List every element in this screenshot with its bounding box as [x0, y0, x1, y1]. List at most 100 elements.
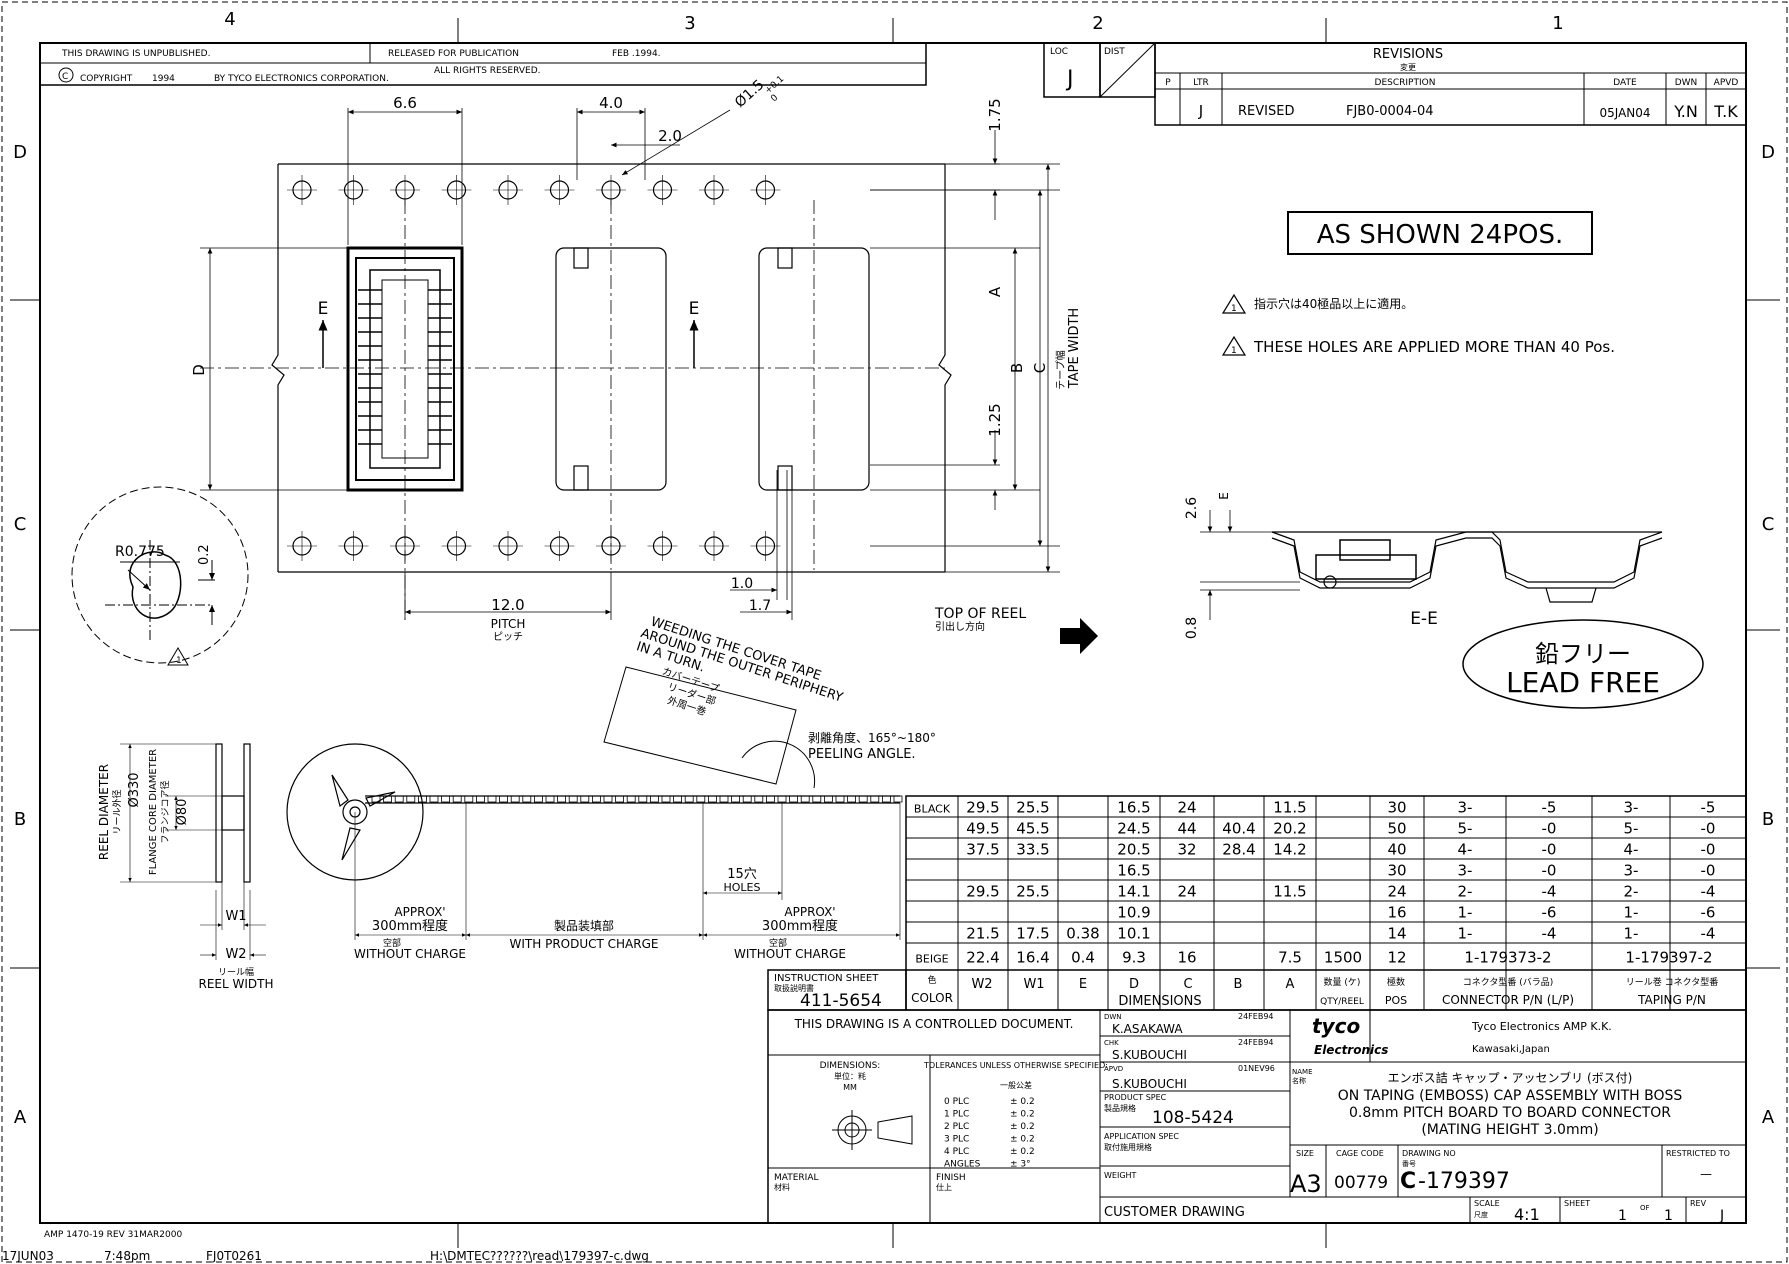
sprocket-hole — [750, 175, 781, 205]
note-en: THESE HOLES ARE APPLIED MORE THAN 40 Pos… — [1253, 338, 1615, 356]
table-cell: 5- — [1458, 820, 1473, 838]
sheet-of: OF — [1640, 1204, 1650, 1212]
size-value: A3 — [1290, 1170, 1322, 1198]
reel-views — [120, 743, 903, 960]
hdr-conn: CONNECTOR P/N (L/P) — [1442, 993, 1574, 1007]
rev-col-apvd: APVD — [1714, 78, 1739, 88]
tolerance-value: ± 0.2 — [1010, 1097, 1035, 1107]
rev-ltr: J — [1198, 102, 1203, 120]
zone-col-4: 4 — [224, 9, 235, 30]
approx-b: APPROX' — [784, 905, 835, 919]
apvd-date: 01NEV96 — [1238, 1064, 1275, 1073]
rev-ref: FJB0-0004-04 — [1346, 104, 1434, 119]
dwn-label: DWN — [1104, 1013, 1122, 1021]
revisions-title-jp: 変更 — [1400, 62, 1416, 72]
pitch-jp: ピッチ — [493, 631, 523, 643]
dim-1-25: 1.25 — [986, 403, 1004, 436]
apvd-name: S.KUBOUCHI — [1112, 1077, 1187, 1091]
table-cell: 17.5 — [1016, 925, 1049, 943]
tape-pocket — [893, 795, 903, 803]
chk-date: 24FEB94 — [1238, 1038, 1274, 1047]
section-mark-e-right: E — [689, 299, 700, 319]
copyright-text: COPYRIGHT — [80, 74, 133, 84]
zone-row-b-left: B — [14, 809, 26, 830]
table-cell: 3- — [1458, 799, 1473, 817]
tape-pocket — [534, 795, 543, 803]
tape-pocket — [615, 795, 624, 803]
table-cell: -0 — [1542, 841, 1557, 859]
footer-path: H:\DMTEC??????\read\179397-c.dwg — [430, 1249, 649, 1263]
instr-label: INSTRUCTION SHEET — [774, 973, 879, 984]
direction-arrow-icon — [1060, 618, 1098, 654]
table-cell: 37.5 — [966, 841, 999, 859]
flange-jp: フランジコア径 — [159, 780, 171, 843]
dim-pitch: 12.0 — [491, 596, 524, 614]
hdr-c: C — [1183, 977, 1192, 992]
rev-col-desc: DESCRIPTION — [1375, 78, 1436, 88]
loc-label: LOC — [1050, 47, 1068, 57]
tape-pocket — [708, 795, 717, 803]
table-cell: 1-179373-2 — [1464, 949, 1551, 967]
hole-detail — [71, 486, 249, 664]
name-line1: ON TAPING (EMBOSS) CAP ASSEMBLY WITH BOS… — [1338, 1088, 1683, 1104]
table-cell: 1-179397-2 — [1625, 949, 1712, 967]
without-charge-b: WITHOUT CHARGE — [734, 947, 846, 961]
table-cell: 16.5 — [1117, 799, 1150, 817]
dim-c: C — [1031, 363, 1049, 373]
hdr-qty-jp: 数量 (ケ) — [1324, 976, 1361, 988]
restricted-value: — — [1700, 1167, 1712, 1181]
material-label: MATERIAL — [774, 1173, 819, 1183]
table-cell: 32 — [1177, 841, 1196, 859]
table-cell: 12 — [1387, 949, 1406, 967]
table-cell: 30 — [1387, 799, 1406, 817]
revisions-title: REVISIONS — [1373, 47, 1443, 62]
color-label: COLOR — [911, 991, 953, 1005]
tape-pocket — [858, 795, 868, 803]
copyright-by: BY TYCO ELECTRONICS CORPORATION. — [214, 74, 389, 84]
table-cell: -0 — [1542, 820, 1557, 838]
dim-6-6: 6.6 — [393, 94, 417, 112]
table-cell: 4- — [1624, 841, 1639, 859]
instr-value: 411-5654 — [800, 991, 882, 1011]
dim-0-8: 0.8 — [1184, 617, 1200, 639]
cage-value: 00779 — [1334, 1173, 1388, 1193]
tolerance-value: ± 0.2 — [1010, 1147, 1035, 1157]
name-jp: エンボス詰 キャップ・アッセンブリ (ボス付) — [1388, 1070, 1633, 1085]
tape-pocket — [777, 795, 787, 803]
approx-300-a: 300mm程度 — [372, 918, 448, 934]
tolerance-value: ± 0.2 — [1010, 1135, 1035, 1145]
tolerance-value: ± 0.2 — [1010, 1122, 1035, 1132]
sprocket-hole — [647, 531, 678, 561]
table-cell: 28.4 — [1222, 841, 1255, 859]
table-cell: 1500 — [1324, 949, 1362, 967]
table-cell: 1- — [1458, 925, 1473, 943]
table-cell: 0.38 — [1066, 925, 1099, 943]
tape-pocket — [522, 795, 532, 803]
table-cell: 40 — [1387, 841, 1406, 859]
section-mark-e-left: E — [318, 299, 329, 319]
table-cell: 16.5 — [1117, 862, 1150, 880]
table-cell: -6 — [1542, 904, 1557, 922]
tape-pocket — [812, 795, 822, 803]
tape-pocket — [406, 795, 416, 803]
tape-pocket — [673, 795, 682, 803]
tape-pocket — [800, 795, 810, 803]
plan-dimensions — [200, 108, 1060, 620]
holes-15: 15穴 — [727, 867, 757, 882]
rev-col-p: P — [1165, 78, 1171, 88]
tape-pocket — [824, 795, 833, 803]
table-cell: 1- — [1458, 904, 1473, 922]
unit-jp: 単位：粍 — [834, 1071, 866, 1081]
company-logo-sub: Electronics — [1314, 1043, 1388, 1057]
tape-pocket — [545, 795, 555, 803]
table-cell: 3- — [1624, 799, 1639, 817]
table-cell: -5 — [1542, 799, 1557, 817]
top-of-reel-jp: 引出し方向 — [935, 620, 985, 633]
table-cell: 16.4 — [1016, 949, 1049, 967]
sprocket-hole — [493, 531, 523, 561]
sheet-of-value: 1 — [1664, 1208, 1673, 1224]
table-cell: 11.5 — [1273, 883, 1306, 901]
name-label: NAME — [1292, 1068, 1313, 1076]
table-cell: 0.4 — [1071, 949, 1095, 967]
